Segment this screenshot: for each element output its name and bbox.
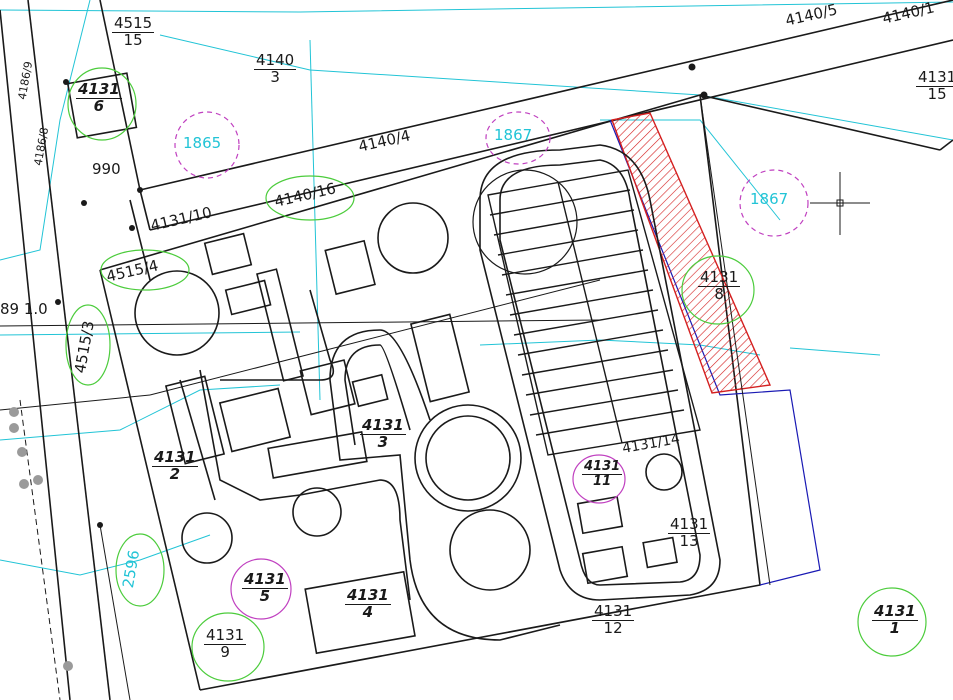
- edge-label-89: 89 1.0: [0, 300, 48, 318]
- parcel-label-4131-13: 4131 13: [668, 515, 711, 550]
- parcel-label-4515-15: 4515 15: [112, 14, 155, 49]
- internal-roads: [179, 144, 721, 641]
- magenta-solid-circles: [230, 454, 626, 620]
- parcel-label-4131-8: 4131 8: [698, 268, 741, 303]
- thin-lines: [0, 94, 771, 700]
- cyan-label-1867-right: 1867: [750, 190, 789, 208]
- parcel-label-4131-6: 4131 6: [76, 80, 122, 115]
- parcel-label-4131-15: 4131 15: [916, 69, 953, 103]
- parcel-label-4131-11: 4131 11: [582, 459, 623, 489]
- parcel-label-4131-3: 4131 3: [360, 416, 406, 451]
- parcel-label-4131-5: 4131 5: [242, 570, 288, 605]
- buildings: [66, 72, 678, 655]
- parcel-label-4131-4: 4131 4: [345, 586, 391, 621]
- parcel-label-4131-2: 4131 2: [152, 448, 198, 483]
- cyan-label-1865: 1865: [183, 134, 222, 152]
- parcel-label-4131-9: 4131 9: [204, 626, 247, 661]
- crosshair-marker: [810, 172, 870, 235]
- building-number-990: 990: [92, 160, 121, 178]
- red-hatched-area: [611, 112, 772, 394]
- parcel-label-4131-12: 4131 12: [592, 602, 635, 637]
- parcel-label-4131-1: 4131 1: [872, 602, 918, 637]
- survey-points: [55, 63, 708, 528]
- magenta-dashed-circles: [174, 111, 809, 237]
- cyan-label-1867-top: 1867: [494, 126, 533, 144]
- green-parcel-circles: [65, 67, 927, 682]
- storage-tanks: [134, 169, 683, 591]
- parcel-label-4140-3: 4140 3: [254, 51, 297, 86]
- grey-points: [9, 407, 73, 671]
- parking-grid: [487, 169, 701, 456]
